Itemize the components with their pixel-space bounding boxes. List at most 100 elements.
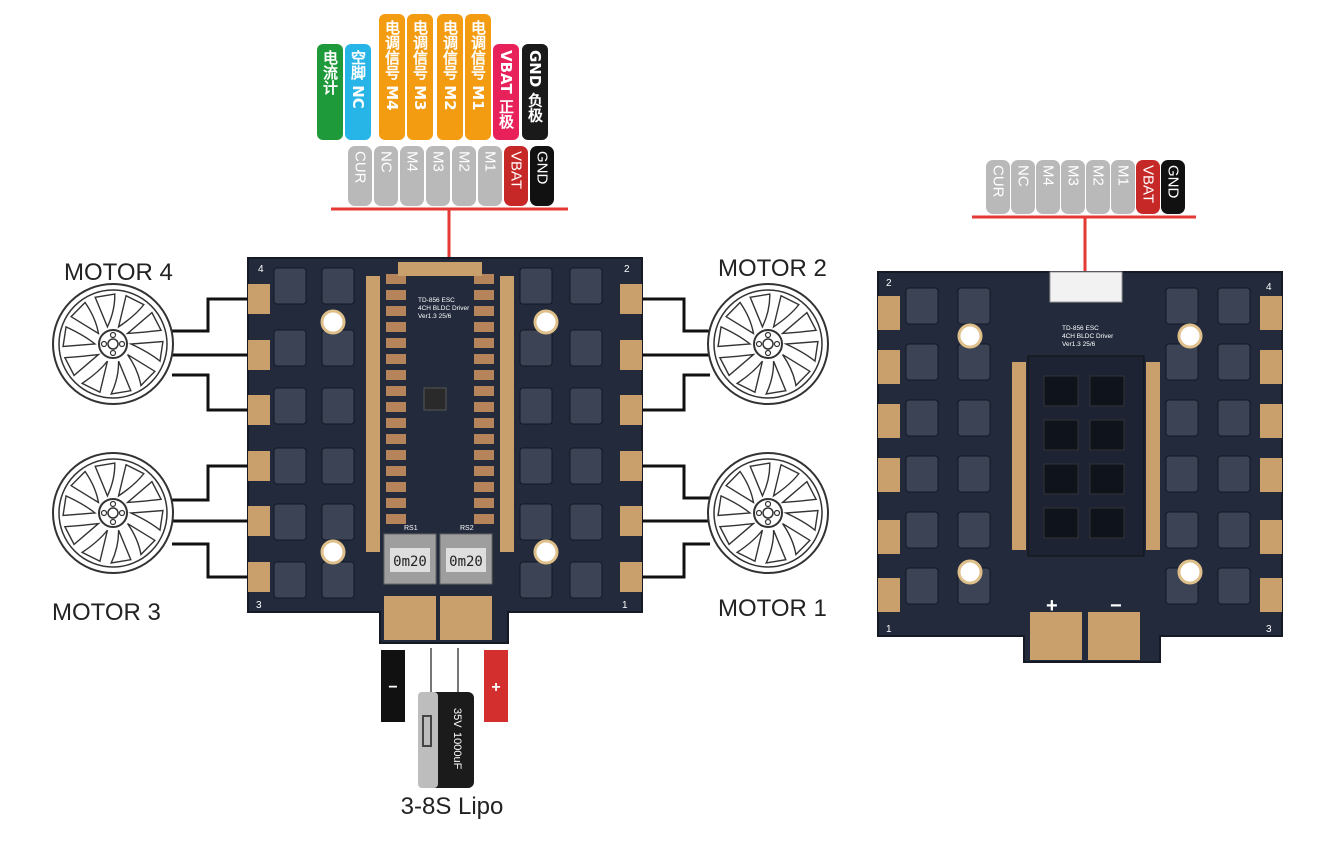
mosfet xyxy=(569,267,603,305)
motor-pads-right xyxy=(1260,296,1282,612)
mosfet xyxy=(1217,511,1251,549)
pin-label-text: CUR xyxy=(990,165,1007,198)
capacitor xyxy=(386,322,406,332)
pin-function-text: 空脚 NC xyxy=(349,49,367,109)
capacitor xyxy=(386,418,406,428)
capacitor xyxy=(386,434,406,444)
corner-label: 1 xyxy=(886,624,892,635)
motor-pads-left xyxy=(878,296,900,612)
pin-label: GND xyxy=(530,146,554,206)
capacitor xyxy=(386,514,406,524)
pin-function-tag: 电调信号 M3 xyxy=(407,14,433,140)
capacitor xyxy=(386,354,406,364)
capacitor xyxy=(474,370,494,380)
esc-board-front: TD-856 ESC 4CH BLDC Driver Ver1.3 25/6 0… xyxy=(247,257,643,644)
capacitor xyxy=(474,466,494,476)
mosfet xyxy=(1217,567,1251,605)
power-pad-negative xyxy=(384,596,436,640)
motor-pads-left xyxy=(248,284,270,592)
capacitor-column xyxy=(386,274,494,524)
pin-label: M3 xyxy=(426,146,450,206)
battery-label: 3-8S Lipo xyxy=(401,793,504,820)
pin-label: M2 xyxy=(1086,160,1110,214)
silk-title: TD-856 ESC xyxy=(1062,325,1099,332)
mosfet-array-front xyxy=(273,267,603,599)
pin-label: NC xyxy=(1011,160,1035,214)
mosfet xyxy=(273,561,307,599)
copper-strip xyxy=(366,276,380,552)
capacitor xyxy=(474,434,494,444)
capacitor xyxy=(386,306,406,316)
pin-label-text: M3 xyxy=(430,151,447,172)
mosfet xyxy=(519,387,553,425)
mosfet xyxy=(273,387,307,425)
shunt-left-value: 0m20 xyxy=(393,554,427,570)
pin-label-text: M2 xyxy=(1090,165,1107,186)
mosfet xyxy=(1217,343,1251,381)
mosfet-array-back xyxy=(905,287,1251,605)
mosfet xyxy=(1217,287,1251,325)
capacitor xyxy=(474,402,494,412)
capacitor xyxy=(386,450,406,460)
capacitor xyxy=(474,306,494,316)
capacitor xyxy=(474,514,494,524)
pin-label-text: VBAT xyxy=(1140,165,1157,203)
capacitor xyxy=(474,354,494,364)
mosfet xyxy=(957,287,991,325)
mounting-holes xyxy=(320,309,559,565)
mosfet xyxy=(519,267,553,305)
driver-ic xyxy=(1089,463,1125,495)
silk-title: TD-856 ESC xyxy=(418,297,455,304)
pin-label-text: GND xyxy=(534,151,551,185)
capacitor xyxy=(474,322,494,332)
negative-lead xyxy=(381,650,405,722)
mosfet xyxy=(1165,455,1199,493)
motor-icon xyxy=(52,283,174,405)
driver-ic xyxy=(1043,375,1079,407)
pin-label: M4 xyxy=(400,146,424,206)
pin-function-tag: 电调信号 M4 xyxy=(379,14,405,140)
connector-bus-back xyxy=(972,215,1196,272)
inductor xyxy=(423,387,447,411)
driver-ic xyxy=(1089,507,1125,539)
power-pad-negative xyxy=(1088,612,1140,660)
mosfet xyxy=(519,503,553,541)
pin-label-text: NC xyxy=(378,151,395,173)
motor-icons xyxy=(52,283,829,574)
driver-ics xyxy=(1043,375,1125,539)
mosfet xyxy=(957,343,991,381)
motor-icon xyxy=(707,283,829,405)
capacitor xyxy=(474,482,494,492)
pin-label-text: GND xyxy=(1165,165,1182,199)
capacitor xyxy=(386,402,406,412)
mosfet xyxy=(321,329,355,367)
capacitor xyxy=(386,498,406,508)
capacitor: 35V 1000uF xyxy=(418,692,474,788)
mosfet xyxy=(519,447,553,485)
capacitor xyxy=(474,274,494,284)
mosfet xyxy=(957,455,991,493)
mosfet xyxy=(273,329,307,367)
mosfet xyxy=(1165,511,1199,549)
pin-function-text: 电调信号 M2 xyxy=(441,19,459,110)
capacitor xyxy=(474,338,494,348)
capacitor xyxy=(474,418,494,428)
pin-label-text: M3 xyxy=(1065,165,1082,186)
pin-label: M1 xyxy=(1111,160,1135,214)
mosfet xyxy=(321,447,355,485)
capacitor-voltage: 35V xyxy=(451,708,463,728)
corner-label: 3 xyxy=(1266,624,1272,635)
driver-ic xyxy=(1043,463,1079,495)
pin-label: M1 xyxy=(478,146,502,206)
mosfet xyxy=(905,567,939,605)
pin-label: M2 xyxy=(452,146,476,206)
mosfet xyxy=(569,329,603,367)
mosfet xyxy=(569,387,603,425)
corner-label: 3 xyxy=(256,600,262,611)
motor-icon xyxy=(707,452,829,574)
pin-label-text: M1 xyxy=(1115,165,1132,186)
corner-label: 1 xyxy=(622,600,628,611)
mosfet xyxy=(957,511,991,549)
